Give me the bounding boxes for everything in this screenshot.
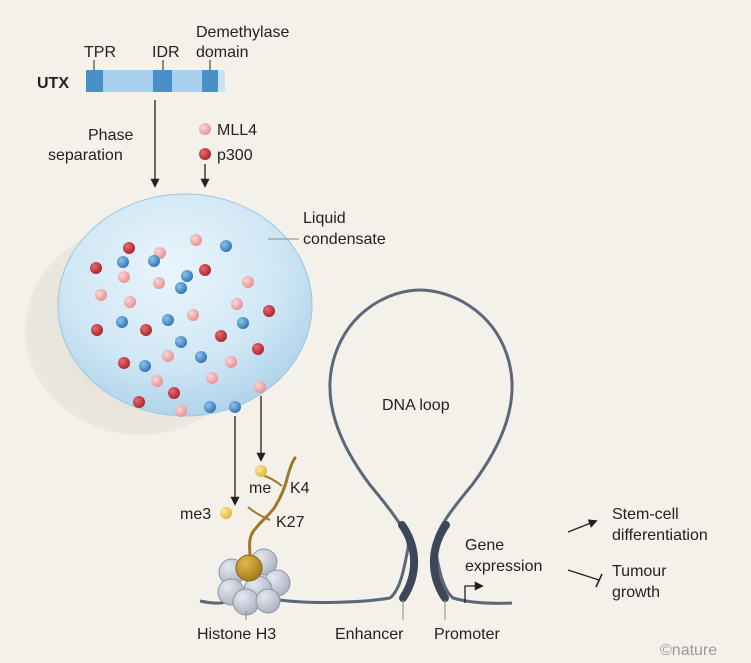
stem-cell-label-1: Stem-cell xyxy=(612,506,679,523)
p300-label: p300 xyxy=(217,147,253,164)
demethylase-domain xyxy=(202,70,218,92)
activation-arrow xyxy=(567,519,598,533)
histone-tail xyxy=(248,456,297,577)
nature-credit: ©nature xyxy=(660,642,717,659)
inhibition-arrow-icon xyxy=(567,569,603,588)
histone-label: Histone H3 xyxy=(197,626,276,643)
me-label: me xyxy=(249,480,271,497)
condensate-label-1: Liquid xyxy=(303,210,346,227)
promoter-label: Promoter xyxy=(434,626,500,643)
nucleosome-icon xyxy=(217,548,291,616)
utx-protein-bar xyxy=(86,70,225,92)
enhancer-element xyxy=(398,521,419,602)
tpr-domain xyxy=(86,70,103,92)
k27-label: K27 xyxy=(276,514,305,531)
gene-expression-label-2: expression xyxy=(465,558,542,575)
k27-branch xyxy=(247,506,271,521)
phase-label-2: separation xyxy=(48,147,123,164)
tpr-label: TPR xyxy=(84,44,116,61)
dna-loop-label: DNA loop xyxy=(382,397,450,414)
p300-legend-dot xyxy=(199,148,211,160)
stem-cell-label-2: differentiation xyxy=(612,527,708,544)
liquid-condensate xyxy=(57,193,313,417)
phase-label-1: Phase xyxy=(88,127,133,144)
tumour-label-1: Tumour xyxy=(612,563,667,580)
gene-expression-label-1: Gene xyxy=(465,537,504,554)
demethylase-label: Demethylase xyxy=(196,24,289,41)
promoter-element xyxy=(429,521,450,602)
mll4-legend-dot xyxy=(199,123,211,135)
transcription-arrow-icon xyxy=(464,581,484,603)
me3-label: me3 xyxy=(180,506,211,523)
k4-label: K4 xyxy=(290,480,310,497)
methyl-group-icon xyxy=(255,465,267,477)
methyl-group-icon xyxy=(220,507,232,519)
mll4-label: MLL4 xyxy=(217,122,257,139)
tumour-label-2: growth xyxy=(612,584,660,601)
idr-label: IDR xyxy=(152,44,180,61)
condensate-label-2: condensate xyxy=(303,231,386,248)
condensate-molecules xyxy=(90,234,275,417)
idr-domain xyxy=(153,70,172,92)
domain-label: domain xyxy=(196,44,248,61)
utx-label: UTX xyxy=(37,75,69,92)
enhancer-label: Enhancer xyxy=(335,626,404,643)
